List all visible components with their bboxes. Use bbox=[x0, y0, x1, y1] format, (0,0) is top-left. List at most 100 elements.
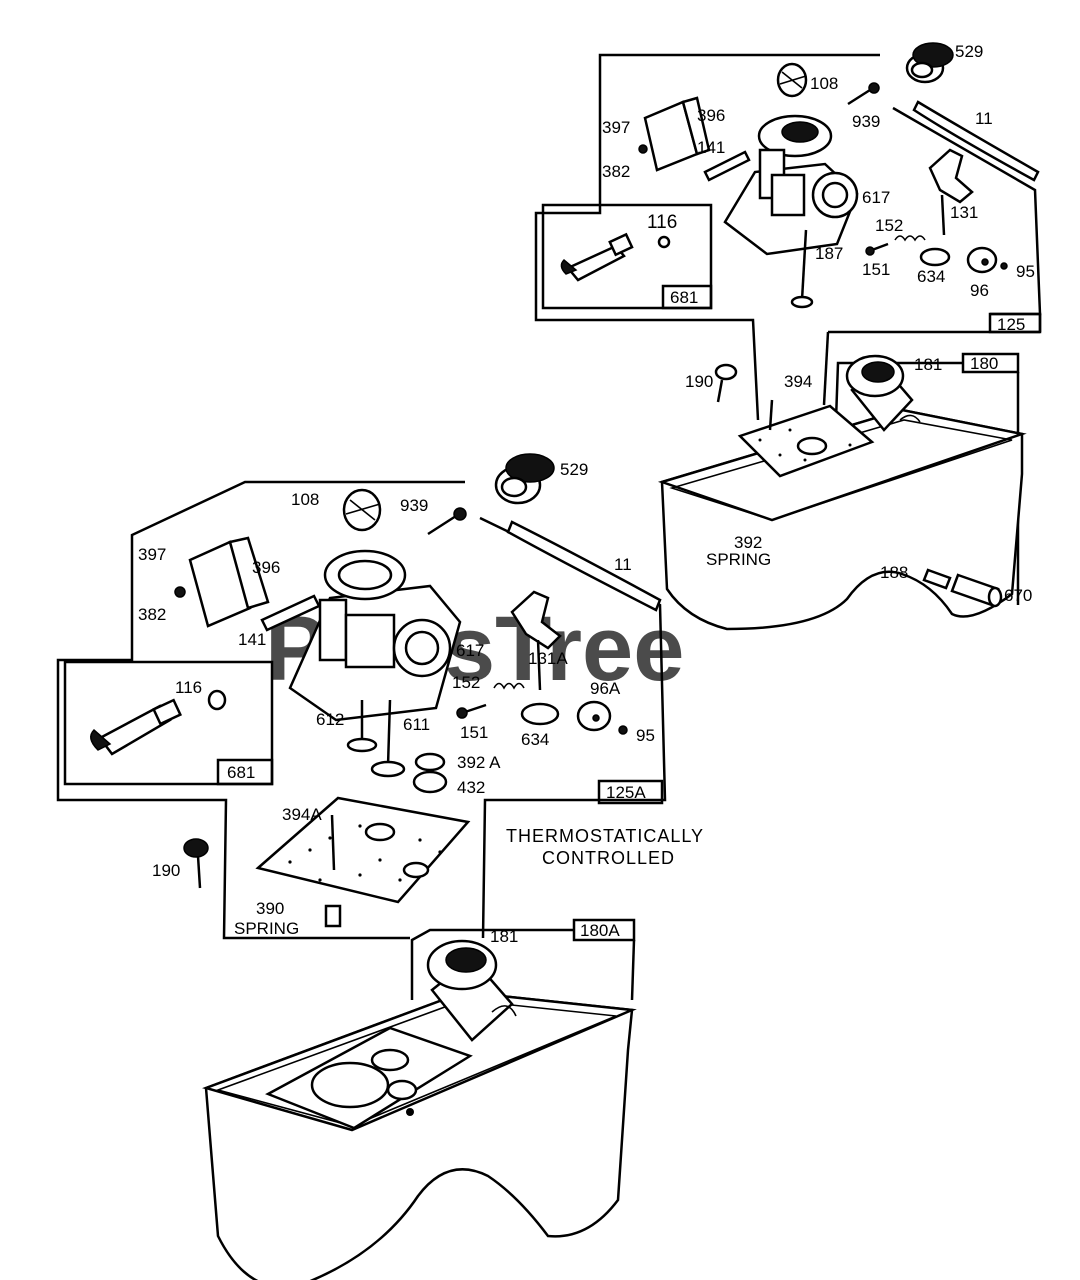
label-617: 617 bbox=[456, 641, 484, 660]
lower-assembly: 681 125A bbox=[56, 453, 667, 940]
label-394: 394 bbox=[784, 372, 812, 391]
label-382: 382 bbox=[602, 162, 630, 181]
lower-inset-box bbox=[63, 660, 274, 786]
label-108: 108 bbox=[291, 490, 319, 509]
lower-tank: 180A 181 bbox=[202, 918, 637, 1280]
upper-throttle-lever bbox=[928, 148, 974, 236]
upper-drain-188-670 bbox=[922, 568, 1003, 608]
label-190: 190 bbox=[685, 372, 713, 391]
lower-disc-96a bbox=[576, 700, 628, 735]
label-116: 116 bbox=[175, 678, 202, 697]
label-152: 152 bbox=[452, 673, 480, 692]
label-187: 187 bbox=[815, 244, 843, 263]
label-390: 390 bbox=[256, 899, 284, 918]
label-392: 392 bbox=[734, 533, 762, 552]
lower-tank-frame bbox=[630, 939, 636, 1001]
label-141: 141 bbox=[238, 630, 266, 649]
label-390-spring: SPRING bbox=[234, 919, 299, 938]
lower-tank-frame bbox=[410, 928, 574, 1000]
label-939: 939 bbox=[400, 496, 428, 515]
lower-pin-141 bbox=[260, 594, 321, 632]
upper-screw-939 bbox=[847, 82, 880, 106]
upper-carburetor bbox=[723, 114, 859, 309]
label-432: 432 bbox=[457, 778, 485, 797]
label-396: 396 bbox=[697, 106, 725, 125]
upper-tank-frame bbox=[834, 361, 963, 421]
lower-fuel-pipe bbox=[506, 520, 662, 612]
label-95: 95 bbox=[1016, 262, 1035, 281]
lower-125a-tag bbox=[597, 779, 664, 805]
upper-fuel-pipe bbox=[912, 100, 1040, 182]
label-529: 529 bbox=[955, 42, 983, 61]
label-108: 108 bbox=[810, 74, 838, 93]
upper-681-label: 681 bbox=[670, 288, 698, 307]
label-394a: 394A bbox=[282, 805, 322, 824]
lower-choke-plate bbox=[342, 488, 382, 532]
label-181: 181 bbox=[490, 927, 518, 946]
label-11: 11 bbox=[614, 555, 632, 574]
lower-washer-634 bbox=[520, 702, 560, 726]
note-line-2: CONTROLLED bbox=[542, 848, 675, 868]
lower-screw-151 bbox=[456, 703, 487, 719]
label-131a: 131A bbox=[528, 649, 568, 668]
label-382: 382 bbox=[138, 605, 166, 624]
label-397: 397 bbox=[602, 118, 630, 137]
label-151: 151 bbox=[862, 260, 890, 279]
upper-screw-151 bbox=[865, 242, 889, 256]
label-611: 611 bbox=[403, 715, 430, 734]
upper-inset-box bbox=[541, 203, 713, 310]
upper-125-tag bbox=[988, 312, 1042, 334]
label-617: 617 bbox=[862, 188, 890, 207]
label-141: 141 bbox=[697, 138, 725, 157]
lower-spring-152 bbox=[493, 682, 525, 690]
label-939: 939 bbox=[852, 112, 880, 131]
label-190: 190 bbox=[152, 861, 180, 880]
upper-disc-96 bbox=[966, 246, 1008, 274]
lower-float bbox=[174, 536, 270, 628]
upper-main-jet bbox=[560, 232, 671, 282]
lower-180a-label: 180A bbox=[580, 921, 620, 940]
label-11: 11 bbox=[975, 109, 993, 128]
upper-125-label: 125 bbox=[997, 315, 1025, 334]
upper-float bbox=[638, 96, 711, 172]
label-612: 612 bbox=[316, 710, 344, 729]
label-392-spring: SPRING bbox=[706, 550, 771, 569]
upper-tank: 180 190 394 181 392 SPR bbox=[657, 352, 1032, 631]
lower-screw-939 bbox=[427, 507, 467, 536]
upper-elbow-529 bbox=[905, 42, 954, 84]
upper-screw-190 bbox=[714, 363, 738, 403]
lower-elbow-529 bbox=[494, 453, 555, 505]
lower-681-label: 681 bbox=[227, 763, 255, 782]
upper-180-label: 180 bbox=[970, 354, 998, 373]
upper-spring-152 bbox=[894, 235, 926, 242]
label-396: 396 bbox=[252, 558, 280, 577]
upper-frame-line bbox=[534, 53, 880, 421]
lower-screw-190 bbox=[183, 838, 209, 889]
label-131: 131 bbox=[950, 203, 978, 222]
upper-assembly: 681 125 bbox=[534, 42, 1042, 421]
label-392a: 392 A bbox=[457, 753, 501, 772]
label-634: 634 bbox=[917, 267, 945, 286]
label-181: 181 bbox=[914, 355, 942, 374]
label-96: 96 bbox=[970, 281, 989, 300]
label-151: 151 bbox=[460, 723, 488, 742]
label-670: 670 bbox=[1004, 586, 1032, 605]
upper-frame-line bbox=[822, 331, 830, 406]
label-152: 152 bbox=[875, 216, 903, 235]
lower-ring-392a bbox=[414, 752, 446, 772]
upper-washer-634 bbox=[919, 247, 951, 267]
label-96a: 96A bbox=[590, 679, 621, 698]
label-188: 188 bbox=[880, 563, 908, 582]
upper-681-tag bbox=[661, 284, 713, 310]
label-634: 634 bbox=[521, 730, 549, 749]
label-397: 397 bbox=[138, 545, 166, 564]
lower-main-jet bbox=[90, 689, 227, 756]
note-line-1: THERMOSTATICALLY bbox=[506, 826, 704, 846]
lower-carburetor bbox=[288, 549, 462, 778]
lower-125a-label: 125A bbox=[606, 783, 646, 802]
lower-throttle-lever bbox=[510, 590, 562, 691]
upper-pin-141 bbox=[703, 150, 751, 182]
label-95: 95 bbox=[636, 726, 655, 745]
upper-choke-plate bbox=[776, 62, 808, 98]
